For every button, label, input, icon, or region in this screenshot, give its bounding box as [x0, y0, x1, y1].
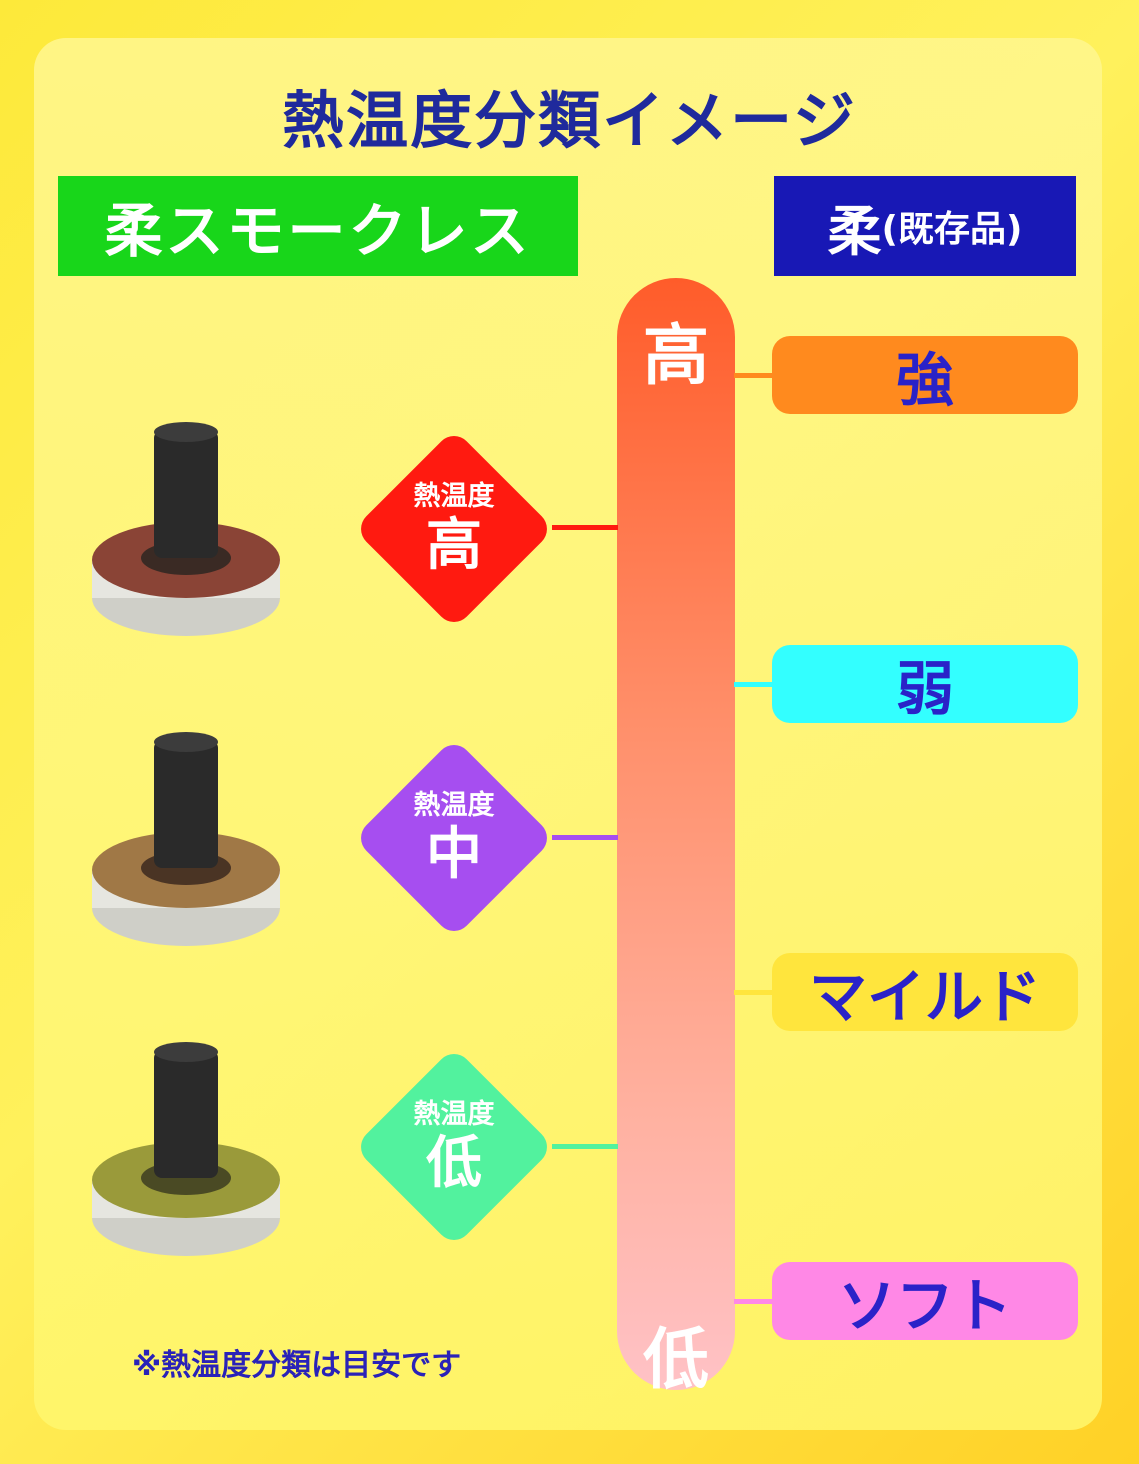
diamond-mid-sub: 熱温度 [413, 790, 495, 821]
existing-product-label: 柔 (既存品) [774, 176, 1076, 276]
temperature-scale-bar [617, 278, 735, 1390]
page-title: 熱温度分類イメージ [282, 84, 857, 157]
diamond-low-main: 低 [426, 1131, 482, 1196]
connector-line-high [552, 525, 618, 530]
scale-bottom-label: 低 [643, 1321, 709, 1398]
existing-product-label-main: 柔 [827, 199, 882, 263]
existing-product-label-sub: (既存品) [881, 209, 1023, 250]
diamond-high-main: 高 [426, 513, 482, 578]
connector-line-soft [734, 1299, 774, 1304]
connector-line-strong [734, 373, 774, 378]
connector-line-weak [734, 682, 774, 687]
connector-line-mid [552, 835, 618, 840]
pill-strong: 強 [772, 336, 1078, 414]
disclaimer-note: ※熱温度分類は目安です [132, 1348, 462, 1383]
connector-line-low [552, 1144, 618, 1149]
pill-mild: マイルド [772, 953, 1078, 1031]
diamond-high: 熱温度 高 [353, 428, 555, 630]
smokeless-label: 柔スモークレス [58, 176, 578, 276]
diamond-low-text: 熱温度 低 [354, 1047, 554, 1247]
product-image-low [92, 1042, 280, 1256]
scale-top-label: 高 [643, 317, 709, 394]
diamond-low-sub: 熱温度 [413, 1099, 495, 1130]
diamond-mid: 熱温度 中 [353, 737, 555, 939]
product-image-mid [92, 732, 280, 946]
pill-soft: ソフト [772, 1262, 1078, 1340]
diamond-low: 熱温度 低 [353, 1046, 555, 1248]
diamond-high-sub: 熱温度 [413, 481, 495, 512]
connector-line-mild [734, 990, 774, 995]
pill-weak: 弱 [772, 645, 1078, 723]
diamond-high-text: 熱温度 高 [354, 429, 554, 629]
diamond-mid-text: 熱温度 中 [354, 738, 554, 938]
diamond-mid-main: 中 [426, 822, 482, 887]
product-image-high [92, 422, 280, 636]
